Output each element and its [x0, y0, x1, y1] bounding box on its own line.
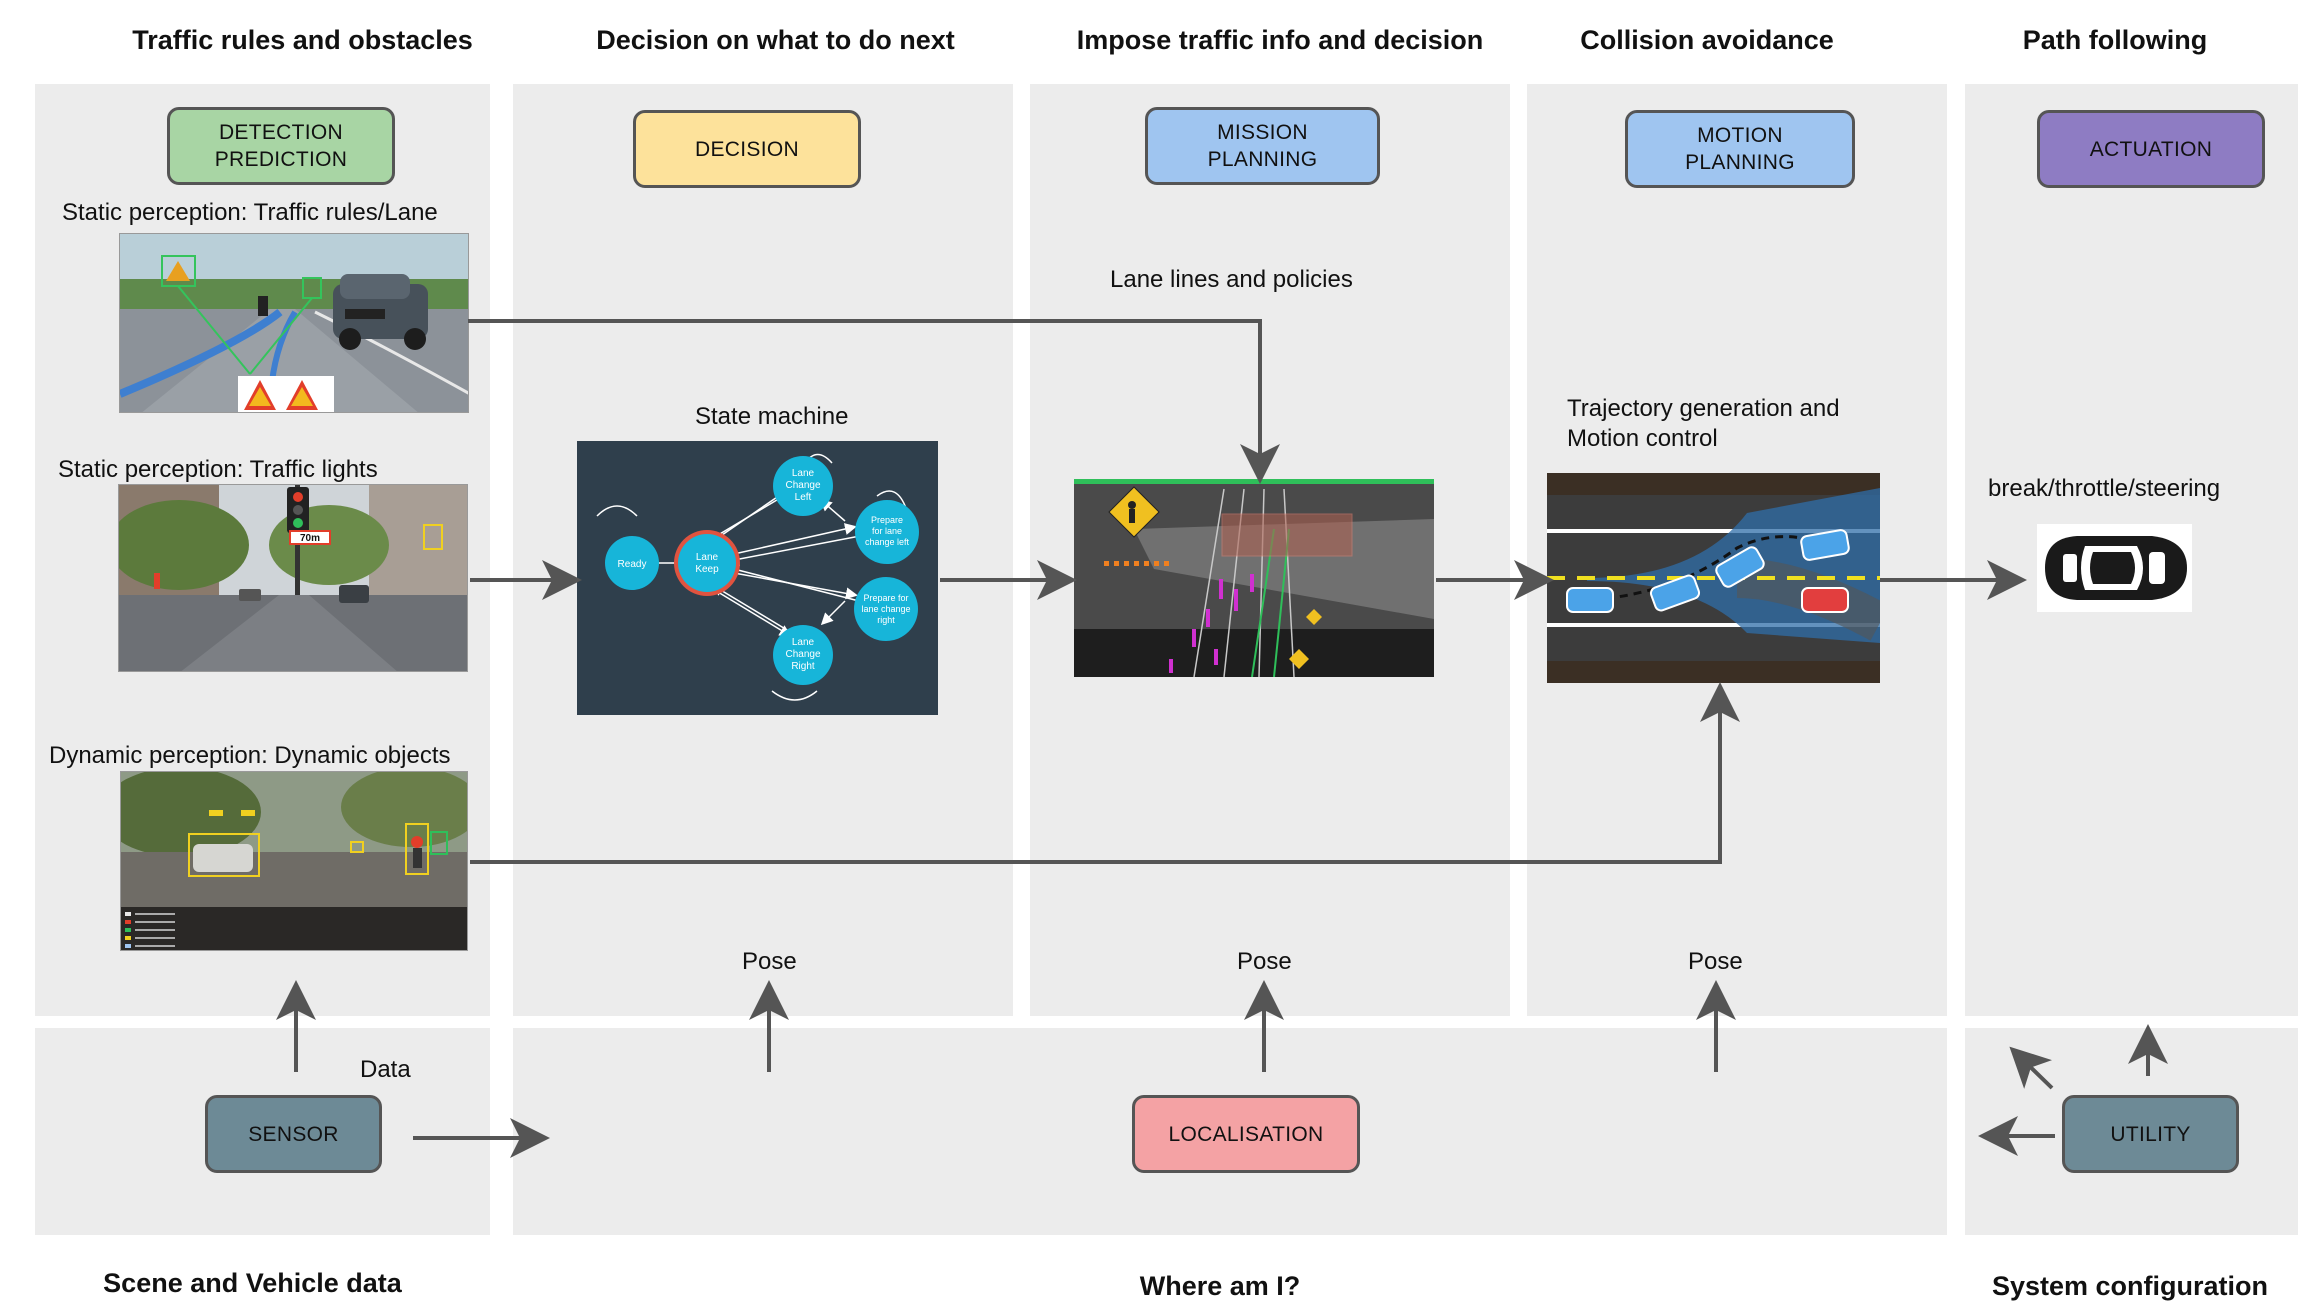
label-actuation-output: break/throttle/steering	[1988, 475, 2221, 502]
label-dynamic: Dynamic perception: Dynamic objects	[49, 742, 451, 769]
state-prepare-left-1: Prepare	[871, 515, 903, 525]
heading-impose: Impose traffic info and decision	[1076, 25, 1484, 55]
state-ready: Ready	[618, 559, 647, 570]
state-prepare-right-3: right	[877, 615, 895, 625]
arrow-lane-to-mission	[468, 319, 1280, 484]
state-change-right-3: Right	[791, 661, 815, 672]
label-pose: Pose	[742, 948, 797, 975]
state-change-right-1: Lane	[792, 637, 815, 648]
state-change-right-2: Change	[785, 649, 820, 660]
actuation-module[interactable]: ACTUATION	[2037, 110, 2265, 188]
label-pose: Pose	[1237, 948, 1292, 975]
state-prepare-left-2: for lane	[872, 526, 902, 536]
label-state-machine: State machine	[695, 403, 849, 430]
heading-system-config: System configuration	[1991, 1271, 2269, 1301]
utility-module[interactable]: UTILITY	[2062, 1095, 2239, 1173]
heading-traffic-rules: Traffic rules and obstacles	[132, 25, 473, 55]
trajectory-image	[1547, 473, 1880, 683]
dynamic-perception-image	[120, 771, 468, 951]
state-prepare-left-3: change left	[865, 537, 910, 547]
heading-collision: Collision avoidance	[1580, 25, 1834, 55]
car-top-view	[2037, 524, 2192, 612]
speed-sign-text: 70m	[300, 533, 320, 544]
motion-planning-module[interactable]: MOTION PLANNING	[1625, 110, 1855, 188]
trajectory-illustration	[1547, 473, 1880, 683]
decision-module[interactable]: DECISION	[633, 110, 861, 188]
arrow-utility-diagonal	[2009, 1046, 2054, 1090]
mission-map-illustration	[1074, 479, 1434, 677]
arrow-dynamic-to-trajectory	[470, 682, 1740, 864]
traffic-lights-image: 70m	[118, 484, 468, 672]
lane-detection-illustration	[120, 234, 468, 412]
label-pose: Pose	[1688, 948, 1743, 975]
label-static-lights: Static perception: Traffic lights	[58, 456, 378, 483]
label-lane-lines: Lane lines and policies	[1110, 266, 1353, 293]
state-machine-diagram: Ready Lane Keep Lane Change Left Prepare…	[577, 441, 938, 715]
state-lane-keep-1: Lane	[696, 552, 719, 563]
label-trajectory-1: Trajectory generation and	[1567, 395, 1840, 422]
traffic-lights-illustration: 70m	[119, 485, 467, 671]
localisation-module[interactable]: LOCALISATION	[1132, 1095, 1360, 1173]
state-machine-illustration: Ready Lane Keep Lane Change Left Prepare…	[577, 441, 938, 715]
heading-scene-vehicle: Scene and Vehicle data	[103, 1268, 402, 1298]
lane-detection-image	[119, 233, 469, 413]
mission-planning-module[interactable]: MISSION PLANNING	[1145, 107, 1380, 185]
state-prepare-right-1: Prepare for	[863, 593, 908, 603]
dynamic-perception-illustration	[121, 772, 467, 950]
state-change-left-3: Left	[795, 492, 812, 503]
state-lane-keep-2: Keep	[695, 564, 719, 575]
state-prepare-right-2: lane change	[861, 604, 910, 614]
detection-prediction-module[interactable]: DETECTION PREDICTION	[167, 107, 395, 185]
state-change-left-2: Change	[785, 480, 820, 491]
heading-where-am-i: Where am I?	[1139, 1271, 1301, 1301]
mission-planning-map	[1074, 479, 1434, 677]
label-trajectory-2: Motion control	[1567, 425, 1718, 452]
car-top-view-illustration	[2045, 536, 2187, 600]
heading-path-following: Path following	[2022, 25, 2208, 55]
state-change-left-1: Lane	[792, 468, 815, 479]
heading-decision: Decision on what to do next	[596, 25, 955, 55]
label-static-lane: Static perception: Traffic rules/Lane	[62, 199, 438, 226]
sensor-module[interactable]: SENSOR	[205, 1095, 382, 1173]
label-data: Data	[360, 1056, 411, 1083]
